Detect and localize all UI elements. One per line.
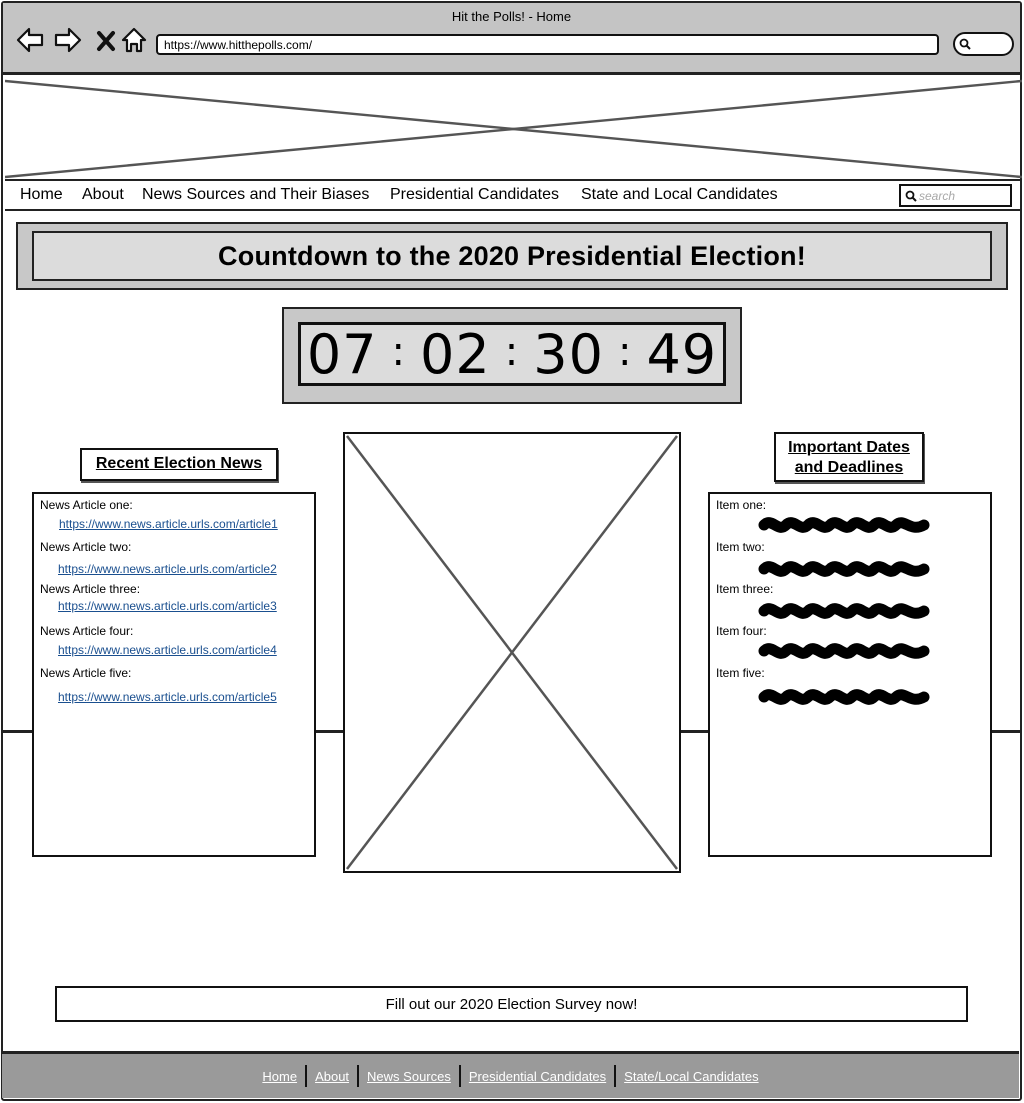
date-item-label: Item four: — [716, 624, 767, 638]
news-item-link[interactable]: https://www.news.article.urls.com/articl… — [59, 517, 278, 531]
news-section-title-text: Recent Election News — [95, 455, 263, 472]
footer-link-state-local-candidates[interactable]: State/Local Candidates — [624, 1068, 759, 1084]
news-item-label: News Article five: — [40, 666, 132, 680]
news-panel: News Article one: https://www.news.artic… — [32, 492, 316, 857]
search-icon — [905, 190, 917, 202]
date-item-label: Item three: — [716, 582, 774, 596]
redacted-date-scribble — [758, 517, 930, 533]
timer-hours: 02 — [420, 322, 491, 386]
date-item-label: Item two: — [716, 540, 765, 554]
site-nav: Home About News Sources and Their Biases… — [5, 181, 1022, 211]
footer-link-presidential-candidates[interactable]: Presidential Candidates — [468, 1068, 607, 1084]
date-item-label: Item one: — [716, 498, 767, 512]
countdown-timer: 07 : 02 : 30 : 49 — [298, 322, 726, 386]
news-item-link[interactable]: https://www.news.article.urls.com/articl… — [58, 599, 277, 613]
dates-panel: Item one: Item two: Item three: Item fou… — [708, 492, 992, 857]
timer-minutes: 30 — [533, 322, 604, 386]
footer-divider — [458, 1065, 461, 1087]
news-item-link[interactable]: https://www.news.article.urls.com/articl… — [58, 690, 277, 704]
search-icon — [959, 38, 971, 50]
back-arrow-icon[interactable] — [15, 25, 45, 55]
timer-separator: : — [617, 329, 633, 375]
footer: Home About News Sources Presidential Can… — [2, 1051, 1019, 1098]
footer-divider — [357, 1065, 360, 1087]
countdown-heading: Countdown to the 2020 Presidential Elect… — [218, 240, 806, 271]
nav-link-about[interactable]: About — [82, 186, 124, 203]
survey-button[interactable]: Fill out our 2020 Election Survey now! — [55, 986, 968, 1022]
home-icon[interactable] — [119, 25, 147, 55]
redacted-date-scribble — [758, 603, 930, 619]
footer-divider — [614, 1065, 617, 1087]
dates-section-title: Important Dates and Deadlines — [774, 432, 924, 482]
close-icon[interactable] — [91, 25, 115, 55]
banner-image-placeholder — [5, 79, 1022, 181]
news-item-label: News Article three: — [40, 582, 141, 596]
address-bar[interactable]: https://www.hitthepolls.com/ — [156, 34, 939, 55]
window-title: Hit the Polls! - Home — [451, 9, 572, 24]
redacted-date-scribble — [758, 643, 930, 659]
site-search-box — [899, 184, 1012, 207]
dates-section-title-line: Important Dates — [788, 439, 910, 456]
footer-link-home[interactable]: Home — [262, 1068, 298, 1084]
date-item-label: Item five: — [716, 666, 765, 680]
countdown-heading-box: Countdown to the 2020 Presidential Elect… — [32, 231, 992, 281]
news-item-label: News Article four: — [40, 624, 134, 638]
divider-line — [681, 730, 709, 733]
nav-link-state-local-candidates[interactable]: State and Local Candidates — [581, 186, 778, 203]
divider-line — [3, 730, 33, 733]
news-section-title: Recent Election News — [80, 448, 278, 481]
news-item-link[interactable]: https://www.news.article.urls.com/articl… — [58, 643, 277, 657]
timer-days: 07 — [306, 322, 378, 386]
dates-section-title-line: and Deadlines — [794, 459, 904, 476]
news-item-label: News Article one: — [40, 498, 133, 512]
nav-link-home[interactable]: Home — [20, 186, 63, 203]
footer-link-about[interactable]: About — [315, 1068, 350, 1084]
timer-separator: : — [504, 329, 520, 375]
divider-line — [992, 730, 1021, 733]
news-item-label: News Article two: — [40, 540, 132, 554]
news-item-link[interactable]: https://www.news.article.urls.com/articl… — [58, 562, 277, 576]
nav-link-news-sources[interactable]: News Sources and Their Biases — [142, 186, 370, 203]
nav-link-presidential-candidates[interactable]: Presidential Candidates — [390, 186, 559, 203]
footer-link-news-sources[interactable]: News Sources — [367, 1068, 451, 1084]
footer-divider — [305, 1065, 308, 1087]
timer-separator: : — [391, 329, 407, 375]
redacted-date-scribble — [758, 561, 930, 577]
redacted-date-scribble — [758, 689, 930, 705]
center-image-placeholder — [343, 432, 681, 873]
divider-line — [316, 730, 344, 733]
site-search-input[interactable] — [919, 187, 1007, 204]
timer-seconds: 49 — [646, 322, 718, 386]
browser-toolbar: Hit the Polls! - Home https://www.hitthe… — [3, 3, 1020, 75]
browser-search-field[interactable] — [953, 32, 1014, 56]
forward-arrow-icon[interactable] — [53, 25, 83, 55]
